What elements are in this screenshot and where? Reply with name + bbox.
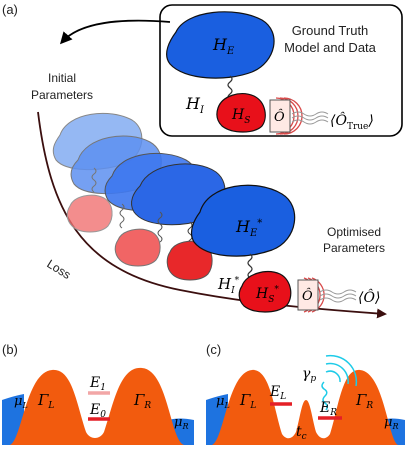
panel-c-photon-arc — [325, 354, 358, 387]
panel-b-diagram: μL μR ΓL ΓR E1 E0 — [2, 367, 194, 445]
panel-c-photon-arc — [325, 362, 349, 385]
loss-label: Loss — [44, 257, 73, 282]
ground-truth-title-line2: Model and Data — [284, 40, 377, 55]
panel-c-gamma-left: ΓL — [239, 391, 256, 411]
initial-label-line1: Initial — [48, 71, 76, 85]
panel-b-gamma-left: ΓL — [37, 391, 54, 411]
optimised-label-line2: Parameters — [323, 241, 385, 255]
optimised-system-label: HS* — [255, 285, 279, 305]
panel-c-el-label: EL — [269, 384, 286, 402]
optimised-environment-blob — [190, 184, 296, 257]
ground-truth-to-initial-arrow — [59, 19, 171, 45]
panel-c-tc-label: tc — [296, 424, 307, 442]
trajectory-spring — [91, 167, 97, 193]
ground-truth-env-label: HE — [212, 35, 235, 57]
panel-b-gamma-right: ΓR — [133, 391, 151, 411]
initial-label-line2: Parameters — [31, 88, 93, 102]
ground-truth-system-label: HS — [231, 107, 250, 126]
panel-label-a: (a) — [2, 2, 18, 17]
ground-truth-expectation-label: ⟨ÔTrue⟩ — [330, 111, 374, 132]
optimised-model: HE* HI* HS* Ô ⟨Ô⟩ — [190, 184, 380, 313]
panel-label-c: (c) — [206, 342, 221, 357]
trajectory-system-blob — [166, 240, 213, 281]
panel-b-e1-label: E1 — [89, 375, 106, 393]
trajectory-spring — [157, 211, 163, 243]
panel-b-barrier — [10, 367, 184, 445]
panel-c-er-label: ER — [319, 400, 337, 418]
panel-b-mu-right: μR — [174, 415, 188, 431]
panel-c-diagram: μL μR ΓL ΓR EL ER tc γp — [206, 354, 405, 445]
ground-truth-title-line1: Ground Truth — [292, 23, 369, 38]
ground-truth-observable-label: Ô — [274, 108, 285, 125]
optimised-signal-waves — [319, 289, 357, 303]
optimised-system-blob — [238, 271, 292, 313]
panel-b-mu-left: μL — [14, 394, 28, 410]
optimised-label-line1: Optimised — [327, 225, 381, 239]
panel-c-photon-squiggle — [321, 381, 329, 411]
optimised-env-label: HE* — [235, 217, 262, 239]
ground-truth-box: Ground Truth Model and Data HE HI HS Ô ⟨… — [159, 4, 403, 137]
optimisation-trajectory — [52, 112, 226, 281]
panel-c-gamma-right: ΓR — [355, 391, 373, 411]
trajectory-spring — [119, 203, 125, 229]
ground-truth-environment-blob — [166, 11, 275, 79]
optimised-expectation-label: ⟨Ô⟩ — [358, 288, 380, 306]
ground-truth-detector: Ô — [269, 97, 303, 135]
panel-b-e0-label: E0 — [89, 402, 106, 420]
panel-c-barrier — [212, 369, 398, 445]
ground-truth-system-blob — [216, 93, 266, 133]
optimised-coupling-label: HI* — [217, 275, 240, 296]
panel-c-gamma-p-label: γp — [302, 366, 316, 384]
trajectory-system-blob — [114, 228, 161, 267]
ground-truth-coupling-label: HI — [185, 94, 205, 116]
optimised-detector: Ô — [297, 277, 325, 313]
optimised-observable-label: Ô — [302, 287, 313, 304]
ground-truth-signal-waves — [291, 111, 329, 125]
panel-label-b: (b) — [2, 342, 18, 357]
trajectory-system-blob — [66, 194, 113, 233]
panel-c-mu-right: μR — [384, 415, 398, 431]
panel-c-mu-left: μL — [216, 394, 230, 410]
panel-c-photon-arc — [325, 370, 341, 383]
